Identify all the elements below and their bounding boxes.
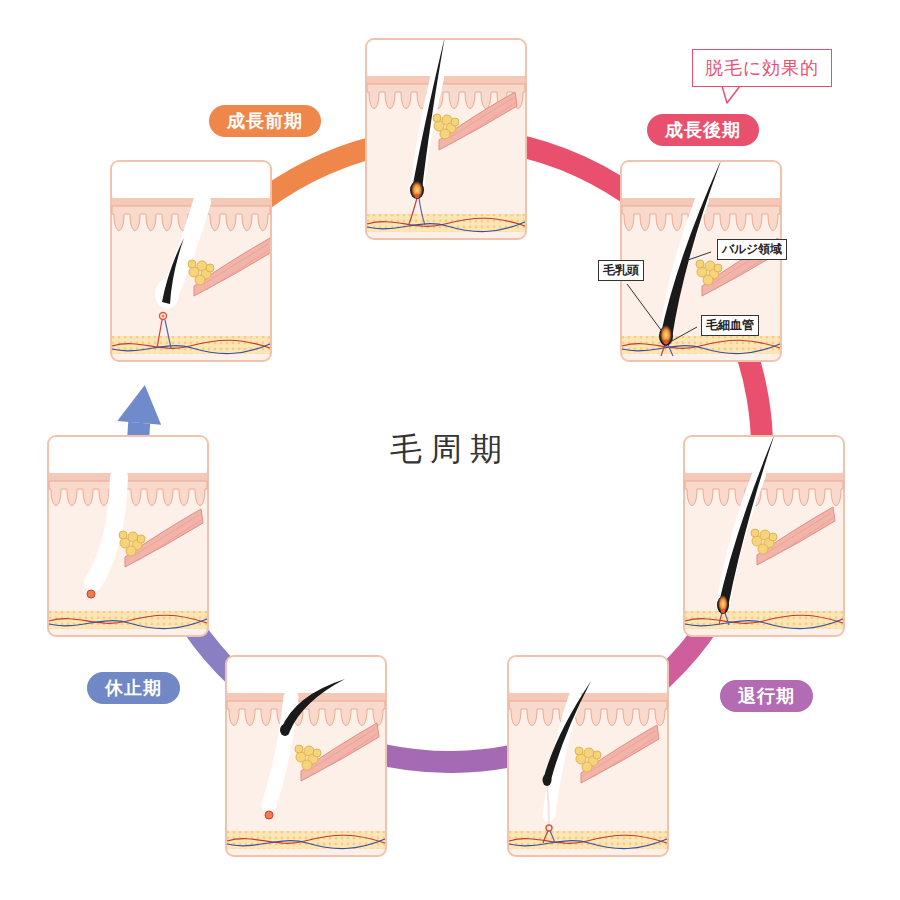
papilla: [664, 340, 669, 345]
node-text: バルジ領域: [722, 241, 782, 258]
capillary: [409, 198, 417, 224]
diagram-title: 毛周期: [0, 428, 900, 472]
hair-panel: [621, 158, 781, 361]
capillary: [419, 198, 425, 225]
hair-bulb: [410, 181, 424, 199]
gland-muscle: [188, 238, 270, 296]
stage-pill: 成長後期: [647, 114, 759, 146]
capillary: [661, 344, 665, 356]
title-holder: 毛周期: [0, 428, 900, 472]
hair-panel: [111, 161, 272, 361]
leader-line: [670, 327, 697, 342]
papilla: [160, 313, 167, 320]
hair-shaft: [718, 437, 775, 607]
stage-pill: 成長前期: [209, 105, 321, 137]
skin-section: [48, 436, 208, 636]
leader-line: [627, 284, 661, 330]
hair-drawing: [265, 679, 379, 819]
hair-shaft: [412, 40, 445, 190]
gland-muscle: [119, 509, 203, 567]
stage-pill: 退行期: [720, 680, 813, 712]
part-label-box: 毛乳頭: [598, 260, 644, 281]
capillary: [719, 613, 722, 625]
skin-section: [111, 161, 271, 361]
stage-pill: 休止期: [87, 672, 180, 704]
bulb-glow: [718, 595, 728, 613]
papilla: [546, 825, 552, 831]
bulb-glow: [411, 181, 423, 199]
papilla: [87, 590, 95, 598]
hair-panel: [48, 436, 208, 636]
capillary: [668, 344, 673, 356]
hair-panel: [226, 656, 386, 856]
part-label-box: バルジ領域: [717, 239, 787, 260]
hair-drawing: [87, 477, 203, 598]
skin-section: [508, 656, 668, 856]
hair-panel: [366, 36, 526, 239]
capillary: [157, 320, 162, 348]
hair-drawing: [717, 437, 835, 625]
hair-club: [543, 774, 552, 786]
hair-shaft: [281, 679, 345, 731]
papilla: [721, 609, 725, 613]
part-label-box: 毛細血管: [701, 315, 759, 336]
hair-shaft: [162, 238, 184, 304]
follicle: [269, 697, 291, 805]
capillary: [725, 613, 729, 625]
skin-section: [366, 39, 526, 239]
hair-panel: [684, 433, 844, 636]
capillary: [543, 831, 548, 843]
bubble-tail: [722, 86, 740, 103]
hair-shaft: [660, 162, 722, 338]
gland-muscle: [433, 92, 517, 150]
hair-drawing: [155, 202, 270, 348]
node-text: 成長前期: [227, 109, 303, 133]
node-text: 成長後期: [665, 118, 741, 142]
node-text: 脱毛に効果的: [705, 56, 819, 80]
capillary: [550, 831, 555, 843]
gland-muscle: [751, 507, 835, 565]
node-text: 退行期: [738, 684, 795, 708]
node-text: 休止期: [105, 676, 162, 700]
capillary: [165, 320, 171, 348]
gland-muscle: [575, 725, 659, 783]
hair-drawing: [409, 40, 517, 225]
follicle-strand: [547, 783, 549, 825]
hair-drawing: [543, 681, 660, 843]
papilla-core: [162, 315, 165, 318]
ring-arrowhead: [117, 385, 161, 425]
hair-panel: [508, 656, 668, 856]
hair-club: [280, 724, 290, 736]
skin-section: [226, 656, 386, 856]
skin-section: [621, 161, 781, 361]
hair-bulb: [717, 596, 729, 614]
follicle: [93, 477, 119, 583]
node-text: 毛乳頭: [603, 262, 639, 279]
hair-bulb: [659, 326, 673, 346]
leader-line: [688, 252, 711, 260]
hair-shaft: [543, 681, 591, 780]
node-text: 毛細血管: [706, 317, 754, 334]
callout-bubble: 脱毛に効果的: [692, 49, 832, 87]
papilla: [415, 194, 419, 198]
papilla: [265, 811, 273, 819]
gland-muscle: [295, 723, 379, 781]
